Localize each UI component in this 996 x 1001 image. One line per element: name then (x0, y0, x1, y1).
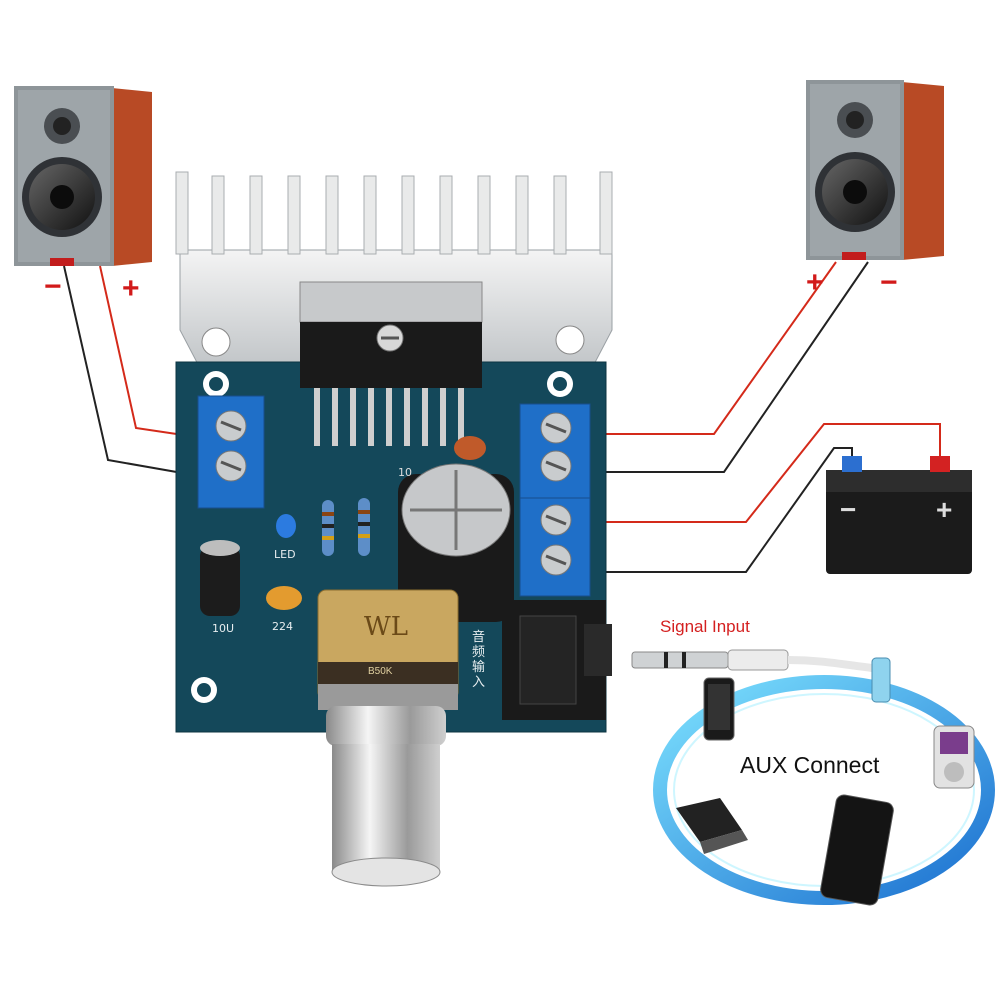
right-speaker-minus-label: − (880, 266, 898, 299)
led-label: LED (274, 548, 296, 561)
right-speaker (806, 80, 944, 260)
battery-minus-label: − (840, 494, 857, 525)
usb-stick-device (871, 657, 891, 703)
left-speaker-plus-label: + (122, 272, 140, 305)
audio-input-label: 音频输入 (472, 630, 486, 690)
left-speaker-terminal (197, 395, 265, 509)
volume-potentiometer (317, 589, 459, 710)
left-speaker (14, 86, 152, 266)
aux-connect-label: AUX Connect (740, 752, 880, 778)
amplifier-ic (299, 281, 486, 460)
left-speaker-plus-wire (99, 265, 191, 437)
battery (826, 456, 972, 574)
resistors (322, 498, 370, 556)
tablet-device (820, 794, 894, 906)
led (276, 514, 296, 538)
aux-cable (631, 649, 873, 672)
small-capacitor (200, 540, 240, 616)
volume-knob (326, 706, 446, 887)
phone-device (703, 677, 735, 741)
right-speaker-terminal (519, 403, 591, 503)
audio-jack (502, 600, 612, 720)
wires (63, 261, 941, 573)
left-speaker-minus-label: − (44, 270, 62, 303)
battery-plus-wire (590, 423, 941, 523)
small-capacitor-label: 10U (212, 622, 235, 635)
right-speaker-plus-label: + (806, 266, 824, 299)
battery-minus-wire (590, 447, 853, 573)
ceramic-capacitor (266, 586, 302, 610)
large-capacitor-label: 10 (398, 466, 412, 479)
potentiometer-value: B50K (368, 666, 393, 677)
ceramic-capacitor-label: 224 (272, 620, 293, 633)
large-capacitor (398, 463, 514, 622)
laptop-device (676, 798, 748, 854)
signal-input-label: Signal Input (660, 617, 750, 636)
right-speaker-minus-wire (592, 261, 869, 473)
potentiometer-brand: WL (364, 612, 408, 642)
power-terminal (519, 497, 591, 597)
battery-plus-label: + (936, 494, 953, 525)
mp3-player-device (933, 725, 975, 789)
left-speaker-minus-wire (63, 265, 189, 475)
right-speaker-plus-wire (592, 261, 837, 435)
